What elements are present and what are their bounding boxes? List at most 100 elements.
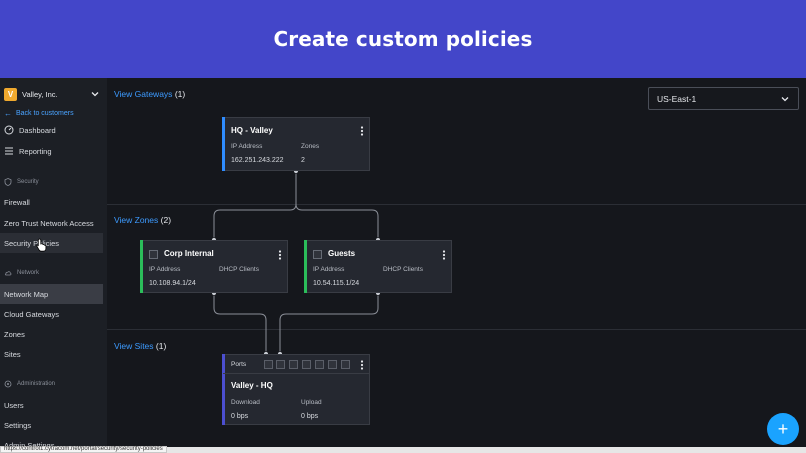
gateways-count: (1) — [174, 89, 186, 99]
more-options-icon[interactable] — [360, 360, 364, 370]
zone-dhcp-label: DHCP Clients — [219, 266, 259, 273]
banner-title: Create custom policies — [273, 27, 533, 51]
zone-checkbox[interactable] — [149, 250, 158, 259]
section-network: Network — [4, 269, 39, 277]
gateway-card[interactable]: HQ - Valley IP Address Zones 162.251.243… — [222, 117, 370, 171]
arrow-left-icon: ← — [4, 109, 12, 118]
sidebar: V Valley, Inc. ← Back to customers Dashb… — [0, 78, 107, 453]
zone-dhcp-label: DHCP Clients — [383, 266, 423, 273]
sidebar-item-label: Dashboard — [19, 125, 56, 135]
sidebar-item-label: Users — [4, 400, 24, 410]
sidebar-item-label: Sites — [4, 349, 21, 359]
sidebar-item-label: Zero Trust Network Access — [4, 218, 94, 228]
view-gateways-link[interactable]: View Gateways (1) — [114, 89, 185, 99]
view-zones-label: View Zones — [114, 215, 159, 225]
sidebar-item-firewall[interactable]: Firewall — [0, 192, 103, 212]
port-indicator — [289, 360, 298, 369]
org-name: Valley, Inc. — [22, 89, 58, 99]
sidebar-item-label: Firewall — [4, 197, 30, 207]
zone-ip-label: IP Address — [149, 266, 181, 273]
region-select[interactable]: US-East-1 — [648, 87, 799, 110]
site-download-value: 0 bps — [231, 413, 249, 420]
section-divider — [107, 204, 806, 205]
card-accent-bar — [222, 117, 225, 171]
zone-name: Guests — [328, 249, 356, 258]
back-label: Back to customers — [16, 110, 74, 117]
list-icon — [5, 147, 13, 155]
gateway-ip-value: 162.251.243.222 — [231, 157, 284, 164]
chevron-down-icon — [91, 92, 99, 97]
add-button[interactable]: + — [767, 413, 799, 445]
sidebar-item-label: Zones — [4, 329, 25, 339]
sidebar-item-label: Settings — [4, 420, 32, 430]
sidebar-item-label: Network Map — [4, 289, 49, 299]
sidebar-item-settings[interactable]: Settings — [0, 415, 103, 435]
chevron-down-icon — [781, 97, 789, 102]
zone-checkbox[interactable] — [313, 250, 322, 259]
zone-name: Corp Internal — [164, 249, 214, 258]
card-accent-bar — [222, 354, 225, 425]
site-ports-label: Ports — [231, 361, 247, 368]
gateway-zones-label: Zones — [301, 143, 320, 150]
cloud-icon — [4, 271, 12, 276]
view-zones-link[interactable]: View Zones (2) — [114, 215, 171, 225]
site-download-label: Download — [231, 399, 260, 406]
sites-count: (1) — [155, 341, 167, 351]
section-divider — [107, 329, 806, 330]
dashboard-icon — [4, 125, 14, 135]
zone-ip-value: 10.108.94.1/24 — [149, 280, 196, 287]
zones-count: (2) — [160, 215, 172, 225]
sidebar-item-sites[interactable]: Sites — [0, 344, 103, 364]
gateway-zones-value: 2 — [301, 157, 305, 164]
page-banner: Create custom policies — [0, 0, 806, 78]
sidebar-item-label: Security Policies — [4, 238, 60, 248]
sidebar-item-users[interactable]: Users — [0, 395, 103, 415]
sidebar-item-label: Cloud Gateways — [4, 309, 60, 319]
sidebar-item-network-map[interactable]: Network Map — [0, 284, 103, 304]
zone-card-corp-internal[interactable]: Corp Internal IP Address DHCP Clients 10… — [140, 240, 288, 293]
org-switcher[interactable]: V Valley, Inc. — [4, 86, 100, 102]
shield-icon — [4, 178, 12, 186]
gateway-name: HQ - Valley — [231, 126, 273, 135]
org-logo: V — [4, 87, 17, 101]
sidebar-item-security-policies[interactable]: Security Policies — [0, 233, 103, 253]
port-indicator — [276, 360, 285, 369]
sidebar-item-dashboard[interactable]: Dashboard — [0, 120, 103, 140]
card-divider — [223, 373, 369, 374]
sidebar-item-admin-settings[interactable]: Admin Settings — [0, 435, 103, 453]
sidebar-item-cloud-gateways[interactable]: Cloud Gateways — [0, 304, 103, 324]
port-indicator — [264, 360, 273, 369]
more-options-icon[interactable] — [278, 250, 282, 260]
port-indicator — [315, 360, 324, 369]
zone-ip-value: 10.54.115.1/24 — [313, 280, 360, 287]
more-options-icon[interactable] — [360, 126, 364, 136]
section-security: Security — [4, 178, 39, 186]
sidebar-item-label: Reporting — [19, 146, 52, 156]
site-upload-label: Upload — [301, 399, 322, 406]
port-indicator — [328, 360, 337, 369]
port-indicator — [341, 360, 350, 369]
gateway-ip-label: IP Address — [231, 143, 263, 150]
zone-ip-label: IP Address — [313, 266, 345, 273]
site-upload-value: 0 bps — [301, 413, 319, 420]
section-label: Security — [17, 179, 39, 185]
card-accent-bar — [304, 240, 307, 293]
sidebar-item-label: Admin Settings — [4, 440, 55, 450]
browser-status-bar — [0, 447, 806, 453]
view-gateways-label: View Gateways — [114, 89, 173, 99]
sidebar-item-reporting[interactable]: Reporting — [0, 141, 103, 161]
card-accent-bar — [140, 240, 143, 293]
admin-icon — [4, 380, 12, 388]
sidebar-item-zones[interactable]: Zones — [0, 324, 103, 344]
zone-card-guests[interactable]: Guests IP Address DHCP Clients 10.54.115… — [304, 240, 452, 293]
back-to-customers-link[interactable]: ← Back to customers — [4, 109, 74, 118]
port-indicator — [302, 360, 311, 369]
plus-icon: + — [777, 418, 789, 439]
status-url: https://control1.cytracom.net/portal/sec… — [0, 446, 167, 453]
sidebar-item-ztna[interactable]: Zero Trust Network Access — [0, 213, 103, 233]
site-card[interactable]: Ports Valley - HQ Download Upload 0 bps … — [222, 354, 370, 425]
view-sites-link[interactable]: View Sites (1) — [114, 341, 166, 351]
more-options-icon[interactable] — [442, 250, 446, 260]
site-name: Valley - HQ — [231, 381, 273, 390]
hand-pointer-cursor — [36, 238, 47, 252]
